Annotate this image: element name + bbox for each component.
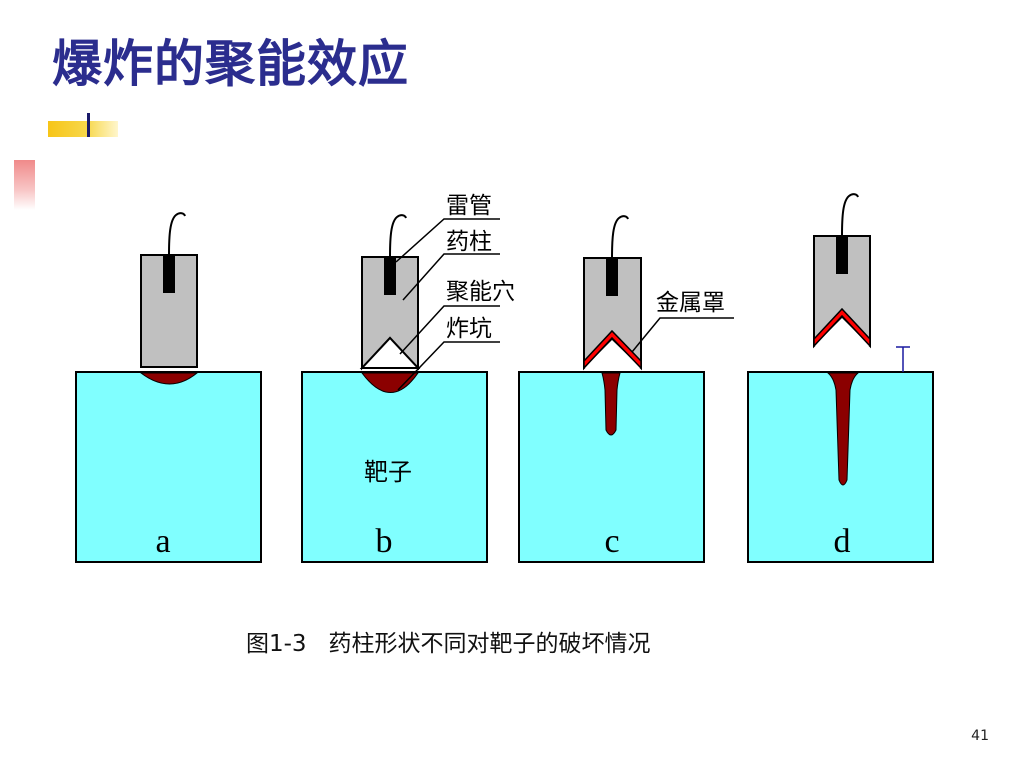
label-metal-liner: 金属罩 <box>656 290 725 316</box>
target-block <box>75 371 262 563</box>
cavity <box>814 318 870 346</box>
detonator <box>606 258 618 296</box>
label-cavity: 聚能穴 <box>446 279 515 305</box>
figure-caption: 图1-3 药柱形状不同对靶子的破坏情况 <box>246 631 651 657</box>
leader-metal-liner <box>631 317 734 353</box>
detonator-wire <box>611 215 629 259</box>
panel-c: 金属罩 c <box>518 215 734 563</box>
panel-b: 雷管 药柱 聚能穴 炸坑 靶子 b <box>301 193 515 563</box>
metal-liner <box>813 307 871 348</box>
leader-cavity <box>399 305 500 355</box>
detonator <box>384 257 396 295</box>
panel-label-c: c <box>604 523 619 560</box>
side-accent-mark <box>14 160 35 210</box>
panel-label-d: d <box>834 523 851 560</box>
detonator-wire <box>841 193 859 237</box>
cavity <box>584 340 641 368</box>
panel-a: a <box>75 212 262 563</box>
detonator-wire <box>389 214 407 258</box>
slide-title: 爆炸的聚能效应 <box>52 34 409 93</box>
cavity <box>359 336 421 369</box>
label-detonator: 雷管 <box>446 193 492 219</box>
label-charge: 药柱 <box>446 229 492 255</box>
penetration-channel <box>826 372 860 486</box>
crater <box>139 372 199 385</box>
metal-liner <box>583 329 642 370</box>
leader-crater <box>397 341 500 391</box>
label-crater: 炸坑 <box>446 316 492 342</box>
leader-charge <box>402 253 500 301</box>
target-block <box>518 371 705 563</box>
label-target: 靶子 <box>364 458 412 486</box>
title-accent-bar <box>48 121 118 137</box>
standoff-marker <box>896 346 910 372</box>
page-number: 41 <box>971 728 989 744</box>
target-block <box>301 371 488 563</box>
panel-d: d <box>747 193 934 563</box>
leader-detonator <box>395 218 500 263</box>
panel-label-b: b <box>376 523 393 560</box>
detonator <box>836 236 848 274</box>
crater <box>361 372 419 393</box>
title-accent-tick <box>87 113 90 137</box>
panel-label-a: a <box>155 523 170 560</box>
detonator <box>163 255 175 293</box>
penetration-channel <box>601 372 621 436</box>
detonator-wire <box>168 212 186 256</box>
